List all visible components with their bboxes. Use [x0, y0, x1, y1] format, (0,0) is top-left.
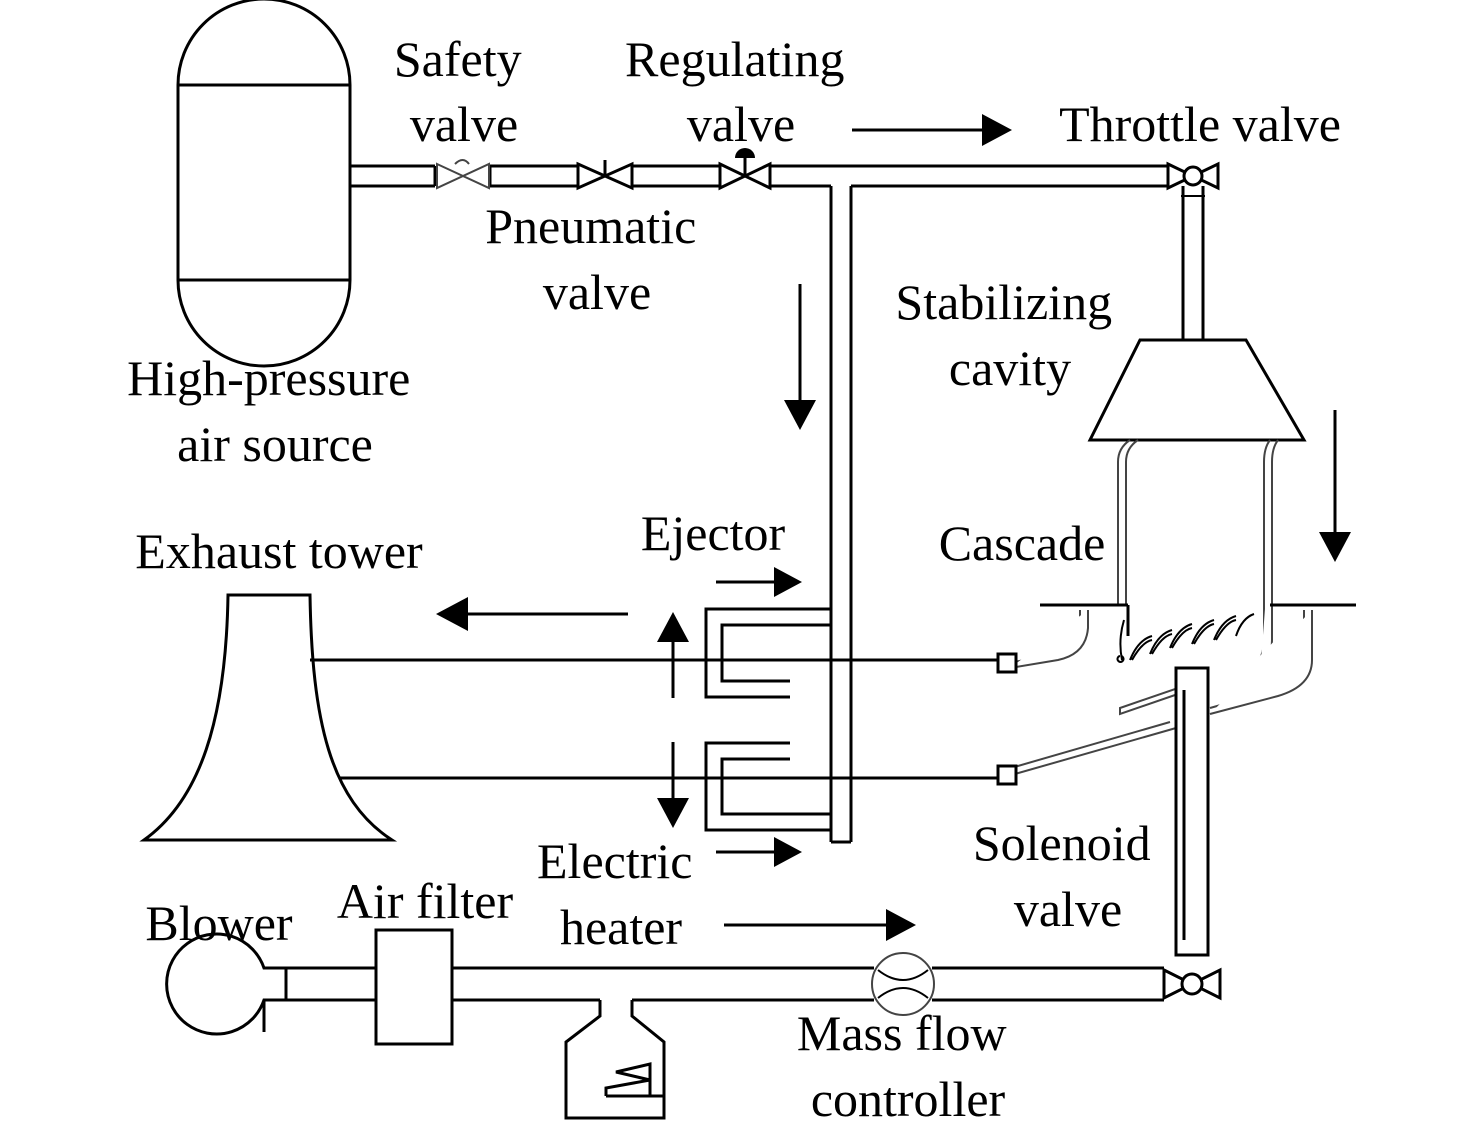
arrow-ejector-down	[657, 742, 689, 828]
label-exhaust-tower: Exhaust tower	[135, 523, 423, 579]
regulating-valve	[718, 148, 772, 191]
label-ejector: Ejector	[641, 505, 786, 561]
safety-valve	[436, 159, 490, 190]
label-cascade: Cascade	[939, 515, 1106, 571]
label-blower: Blower	[145, 895, 293, 951]
arrow-to-mass-flow	[724, 909, 916, 941]
cascade	[996, 603, 1356, 786]
mass-flow-controller	[871, 952, 935, 1016]
throttle-to-cavity-pipe	[1181, 186, 1205, 340]
label-mass-flow-controller: Mass flow controller	[797, 1005, 1019, 1127]
label-solenoid-valve: Solenoid valve	[973, 815, 1163, 937]
label-electric-heater: Electric heater	[537, 833, 705, 955]
blower	[165, 932, 288, 1036]
label-stabilizing-cavity: Stabilizing cavity	[895, 274, 1124, 396]
arrow-ejector-in-top	[716, 567, 802, 597]
exhaust-tower	[139, 593, 398, 842]
label-pneumatic-valve: Pneumatic valve	[485, 198, 709, 320]
label-safety-valve: Safety valve	[394, 31, 534, 152]
suction-lines	[310, 658, 998, 780]
solenoid-valve	[1162, 967, 1222, 1001]
throttle-valve	[1166, 161, 1220, 191]
bottom-supply-pipe	[286, 966, 1164, 1002]
arrow-ejector-in-bottom	[716, 837, 802, 867]
pneumatic-valve	[576, 160, 634, 191]
arrow-to-throttle	[852, 114, 1012, 146]
solenoid-valve-pipe	[1174, 666, 1210, 957]
main-supply-pipe	[350, 164, 1170, 844]
label-air-source: High-pressure air source	[127, 350, 423, 472]
label-regulating-valve: Regulating valve	[625, 31, 857, 152]
label-air-filter: Air filter	[337, 873, 514, 929]
ejector	[704, 607, 831, 832]
air-filter	[374, 928, 454, 1046]
stabilizing-cavity	[1087, 338, 1307, 675]
electric-heater	[564, 1000, 666, 1120]
arrow-down-branch	[784, 284, 816, 430]
label-throttle-valve: Throttle valve	[1059, 96, 1341, 152]
air-source-tank	[176, 0, 352, 368]
arrow-down-right	[1319, 410, 1351, 562]
arrow-to-exhaust	[436, 597, 628, 631]
arrow-ejector-up	[657, 612, 689, 698]
